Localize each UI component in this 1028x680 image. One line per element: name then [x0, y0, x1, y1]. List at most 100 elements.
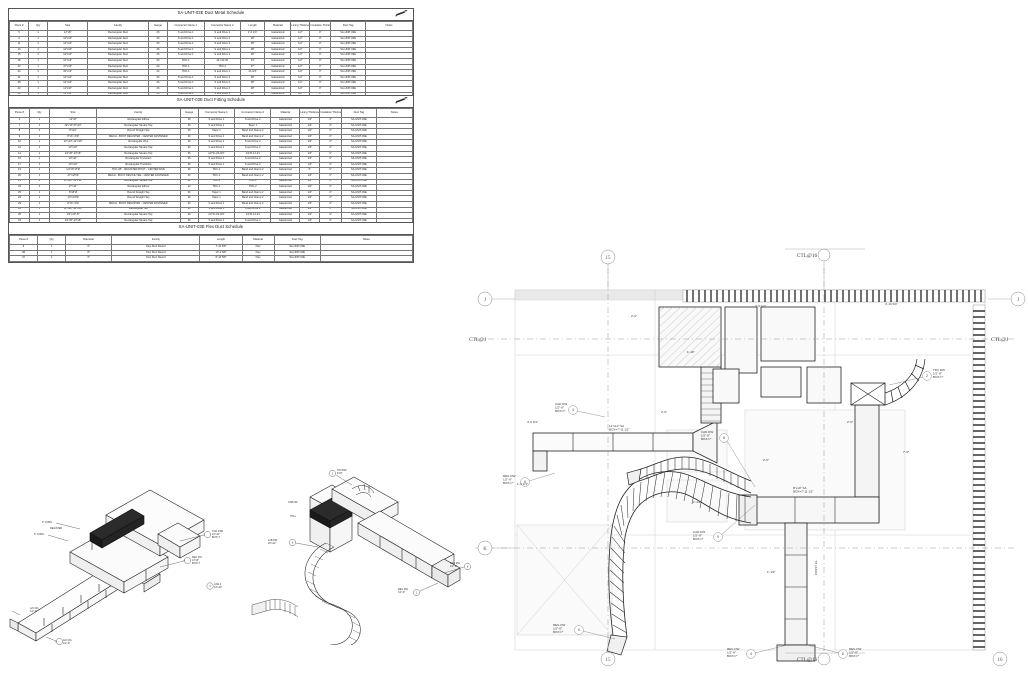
- column-header: Material: [241, 235, 275, 245]
- svg-text:LAB DW: LAB DW: [268, 539, 278, 542]
- svg-text:CAB DW: CAB DW: [288, 501, 298, 504]
- svg-text:CAD DW: CAD DW: [555, 402, 567, 406]
- svg-text:4'-10 3/4": 4'-10 3/4": [885, 302, 898, 306]
- svg-text:REGISTER: REGISTER: [50, 527, 62, 530]
- table-cell: 1: [28, 74, 49, 82]
- column-header: Insulation Thickness: [319, 108, 343, 118]
- svg-text:1/2"-8": 1/2"-8": [701, 434, 710, 438]
- svg-text:TDC+: TDC+: [290, 515, 297, 518]
- table-cell: [365, 80, 413, 87]
- svg-text:BOX=7': BOX=7': [693, 537, 704, 541]
- table-cell: 1: [28, 80, 49, 87]
- column-header: Notes: [319, 235, 414, 245]
- pencil-icon[interactable]: [393, 10, 409, 18]
- svg-text:CTL@16: CTL@16: [797, 253, 818, 259]
- table-cell: S and Drive 2: [234, 117, 272, 124]
- table-cell: [375, 117, 414, 124]
- svg-text:8: 8: [723, 436, 725, 440]
- svg-text:1/2"-8": 1/2"-8": [503, 478, 512, 482]
- column-header: Insulation Thickness: [309, 21, 332, 31]
- schedule-duct-fitting: SA-UNIT-03E Duct Fitting Schedule Piece …: [8, 95, 414, 237]
- table-cell: 1/2": [290, 63, 311, 71]
- svg-text:1: 1: [203, 534, 205, 537]
- svg-text:BOX=7': BOX=7': [192, 562, 201, 565]
- svg-text:1/2"-8": 1/2"-8": [63, 642, 70, 645]
- table-cell: 24 3/4": [239, 69, 266, 76]
- table-cell: S and Drive 2: [203, 74, 241, 82]
- svg-text:15: 15: [606, 256, 612, 261]
- table-cell: S and Drive 2: [203, 69, 241, 76]
- table-cell: [365, 63, 413, 71]
- svg-text:6: 6: [524, 480, 526, 484]
- svg-text:2'-6": 2'-6": [631, 314, 637, 318]
- table-cell: 1: [28, 85, 49, 93]
- svg-text:12"x12" SA: 12"x12" SA: [609, 424, 624, 428]
- svg-text:CAD-2: CAD-2: [214, 583, 222, 586]
- column-header: Qty: [37, 235, 67, 245]
- svg-text:1/2"-8": 1/2"-8": [555, 406, 564, 410]
- pencil-icon[interactable]: [393, 97, 409, 105]
- column-header: Length: [239, 21, 266, 31]
- svg-text:10"x8": 10"x8": [192, 559, 199, 562]
- svg-text:2'-6": 2'-6": [847, 420, 853, 424]
- column-header: Family: [87, 21, 149, 31]
- svg-text:CAD DW: CAD DW: [693, 530, 705, 534]
- svg-text:BOX=7': BOX=7': [212, 536, 221, 539]
- column-header: Length: [199, 235, 243, 245]
- table-cell: 0": [309, 69, 332, 76]
- table-cell: TDC-2: [203, 63, 241, 71]
- svg-text:6: 6: [842, 652, 844, 656]
- svg-text:CTL@J: CTL@J: [469, 337, 486, 343]
- svg-text:2'-6": 2'-6": [661, 410, 667, 414]
- column-header: Connector Name 2: [234, 108, 272, 118]
- table-cell: 1/2": [290, 69, 311, 76]
- column-header: Qty: [28, 108, 50, 118]
- column-header: Material: [270, 108, 301, 118]
- table-cell: 6": [65, 255, 113, 262]
- svg-text:BOX=7'-11 1/2": BOX=7'-11 1/2": [793, 490, 814, 494]
- column-header: Duct Tag: [341, 108, 377, 118]
- column-header: Piece #: [9, 108, 30, 118]
- table-cell: 1: [37, 255, 67, 262]
- svg-text:8"x10" SA: 8"x10" SA: [793, 486, 806, 490]
- svg-text:6" CONN.: 6" CONN.: [34, 533, 45, 536]
- schedule-title: SA-UNIT-03E Duct Fitting Schedule: [176, 97, 246, 102]
- svg-text:CTL@16: CTL@16: [797, 657, 818, 663]
- svg-text:1/2"-8": 1/2"-8": [30, 610, 37, 613]
- table-cell: S and Drive 1: [167, 80, 205, 87]
- column-header: Family: [96, 108, 181, 118]
- svg-text:CAD 4/SB: CAD 4/SB: [212, 530, 223, 533]
- svg-text:2'-6": 2'-6": [763, 458, 769, 462]
- svg-text:4: 4: [750, 652, 752, 656]
- svg-text:1/2"-8": 1/2"-8": [693, 534, 702, 538]
- column-header: Duct Tag: [273, 235, 321, 245]
- column-header: Diameter: [65, 235, 113, 245]
- table-cell: 47"x15": [47, 63, 89, 71]
- table-cell: 37: [8, 255, 39, 262]
- column-header: Piece #: [8, 235, 39, 245]
- table-cell: 12"x10": [47, 74, 89, 82]
- table-cell: 48": [239, 80, 266, 87]
- svg-text:1'-1/2": 1'-1/2": [767, 570, 775, 574]
- table-cell: 1/2": [290, 74, 311, 82]
